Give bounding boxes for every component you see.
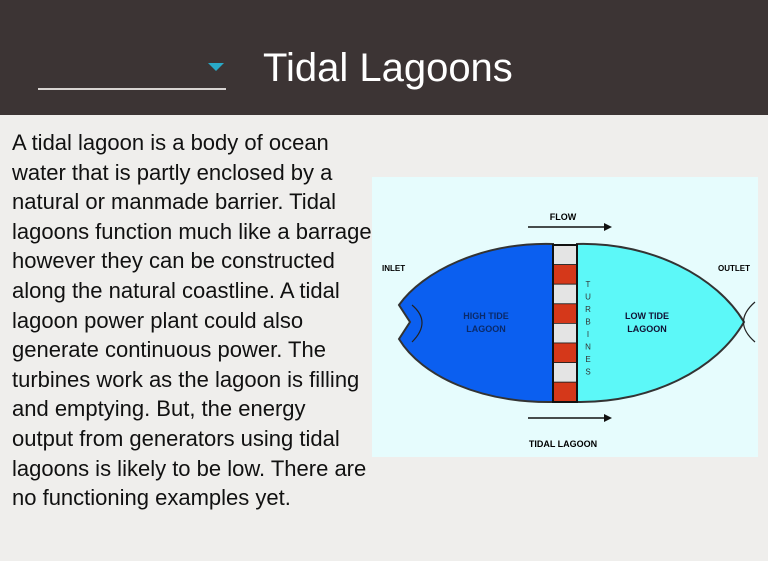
turbines-letter: I <box>587 330 589 339</box>
caret-down-icon <box>208 63 224 71</box>
outlet-label: OUTLET <box>718 264 750 273</box>
dropdown-underline <box>38 88 226 90</box>
barrier <box>552 244 578 403</box>
high-tide-label: HIGH TIDE <box>463 311 509 321</box>
turbines-letter: U <box>585 293 591 302</box>
flow-arrow-icon <box>604 223 612 231</box>
tidal-lagoon-diagram: FLOW INLET OUTLET HIGH TIDE LAGOON LOW T… <box>372 177 758 457</box>
turbine <box>552 264 578 285</box>
outlet-gate <box>742 301 756 343</box>
high-tide-label-2: LAGOON <box>466 324 506 334</box>
turbines-letter: R <box>585 305 591 314</box>
flow-label: FLOW <box>550 212 577 222</box>
barrier-segment <box>552 244 578 266</box>
inlet-gate <box>411 304 423 343</box>
barrier-segment <box>552 283 578 305</box>
low-tide-label-2: LAGOON <box>627 324 667 334</box>
flow-arrow-icon <box>604 414 612 422</box>
turbine <box>552 381 578 403</box>
low-tide-label: LOW TIDE <box>625 311 669 321</box>
turbines-letter: E <box>585 355 590 364</box>
turbines-letter: N <box>585 343 591 352</box>
inlet-label: INLET <box>382 264 405 273</box>
header-bar: Tidal Lagoons <box>0 0 768 115</box>
high-tide-lagoon <box>397 242 554 404</box>
section-dropdown[interactable] <box>38 58 226 90</box>
turbines-letter: S <box>585 368 590 377</box>
turbines-letter: B <box>585 318 590 327</box>
turbine <box>552 303 578 324</box>
caption: TIDAL LAGOON <box>529 439 597 449</box>
page-title: Tidal Lagoons <box>263 46 513 90</box>
turbines-letter: T <box>586 280 591 289</box>
barrier-segment <box>552 362 578 383</box>
turbine <box>552 342 578 364</box>
barrier-segment <box>552 322 578 344</box>
body-paragraph: A tidal lagoon is a body of ocean water … <box>12 130 372 511</box>
